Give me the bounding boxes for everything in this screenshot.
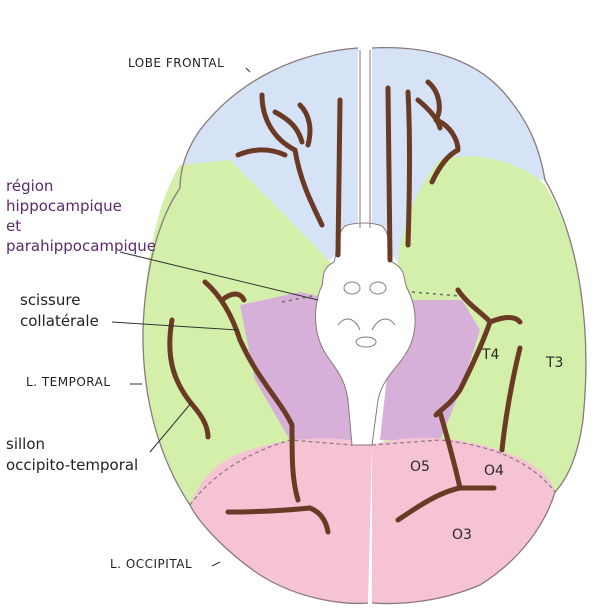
region-line-3: et [6,217,22,235]
right-calcarine-branch [437,409,463,491]
label-hippocampal-region: région hippocampique et parahippocampiqu… [6,176,196,256]
left-olfactory-sulcus [335,97,343,258]
mammillary-body-left [343,281,361,295]
right-orbital-branch-2 [415,97,443,131]
region-line-1: région [6,177,54,195]
sillon-line-2: occipito-temporal [6,456,139,474]
region-line-4: parahippocampique [6,237,156,255]
label-t3: T3 [546,355,564,371]
aqueduct [355,336,377,348]
right-orbital-branch [425,79,461,185]
right-collateral-sulcus [433,287,493,418]
left-collateral-branch [219,291,247,303]
label-occipital-lobe: L. OCCIPITAL [110,557,193,571]
mammillary-body-right [369,281,387,295]
sillon-line-1: sillon [6,435,46,453]
label-collateral-fissure: scissure collatérale [20,290,99,332]
label-o5: O5 [410,459,430,475]
hippocampal-boundary-left [281,295,313,303]
left-calcarine [225,505,331,535]
left-orbital-sulcus [259,92,325,228]
cerebral-peduncle [337,318,396,331]
hippocampal-boundary-right [411,291,461,297]
label-occipito-temporal-sulcus: sillon occipito-temporal [6,434,138,476]
label-t4: T4 [482,347,500,363]
left-orbital-branch-3 [297,102,313,148]
scissure-line-1: scissure [20,291,81,309]
leader-frontal [245,67,251,73]
region-line-2: hippocampique [6,197,122,215]
left-collateral-sulcus [202,279,301,503]
leader-scissure [111,321,239,331]
leader-region [119,251,319,301]
leader-lines [111,67,319,567]
scissure-line-2: collatérale [20,312,99,330]
occipital-boundary [189,439,556,506]
brain-outline-left [142,47,369,605]
right-olfactory-sulcus [385,85,393,263]
right-collateral-branch [487,315,523,325]
label-o4: O4 [484,463,504,479]
leader-occipital [211,561,221,567]
leader-sillon [149,401,193,453]
brain-outline-right [371,46,587,605]
right-occipito-temporal-sulcus [499,345,523,453]
sulci [167,79,523,535]
left-occipital-lobe [190,438,372,604]
interhemispheric-fissure [359,50,371,228]
left-occipito-temporal-sulcus [167,317,211,440]
left-orbital-branch-2 [235,147,288,158]
left-orbital-branch [272,109,305,145]
label-lobe-frontal: LOBE FRONTAL [128,56,225,70]
label-temporal-lobe: L. TEMPORAL [26,375,111,389]
label-o3: O3 [452,527,472,543]
right-orbital-sulcus [405,89,412,248]
